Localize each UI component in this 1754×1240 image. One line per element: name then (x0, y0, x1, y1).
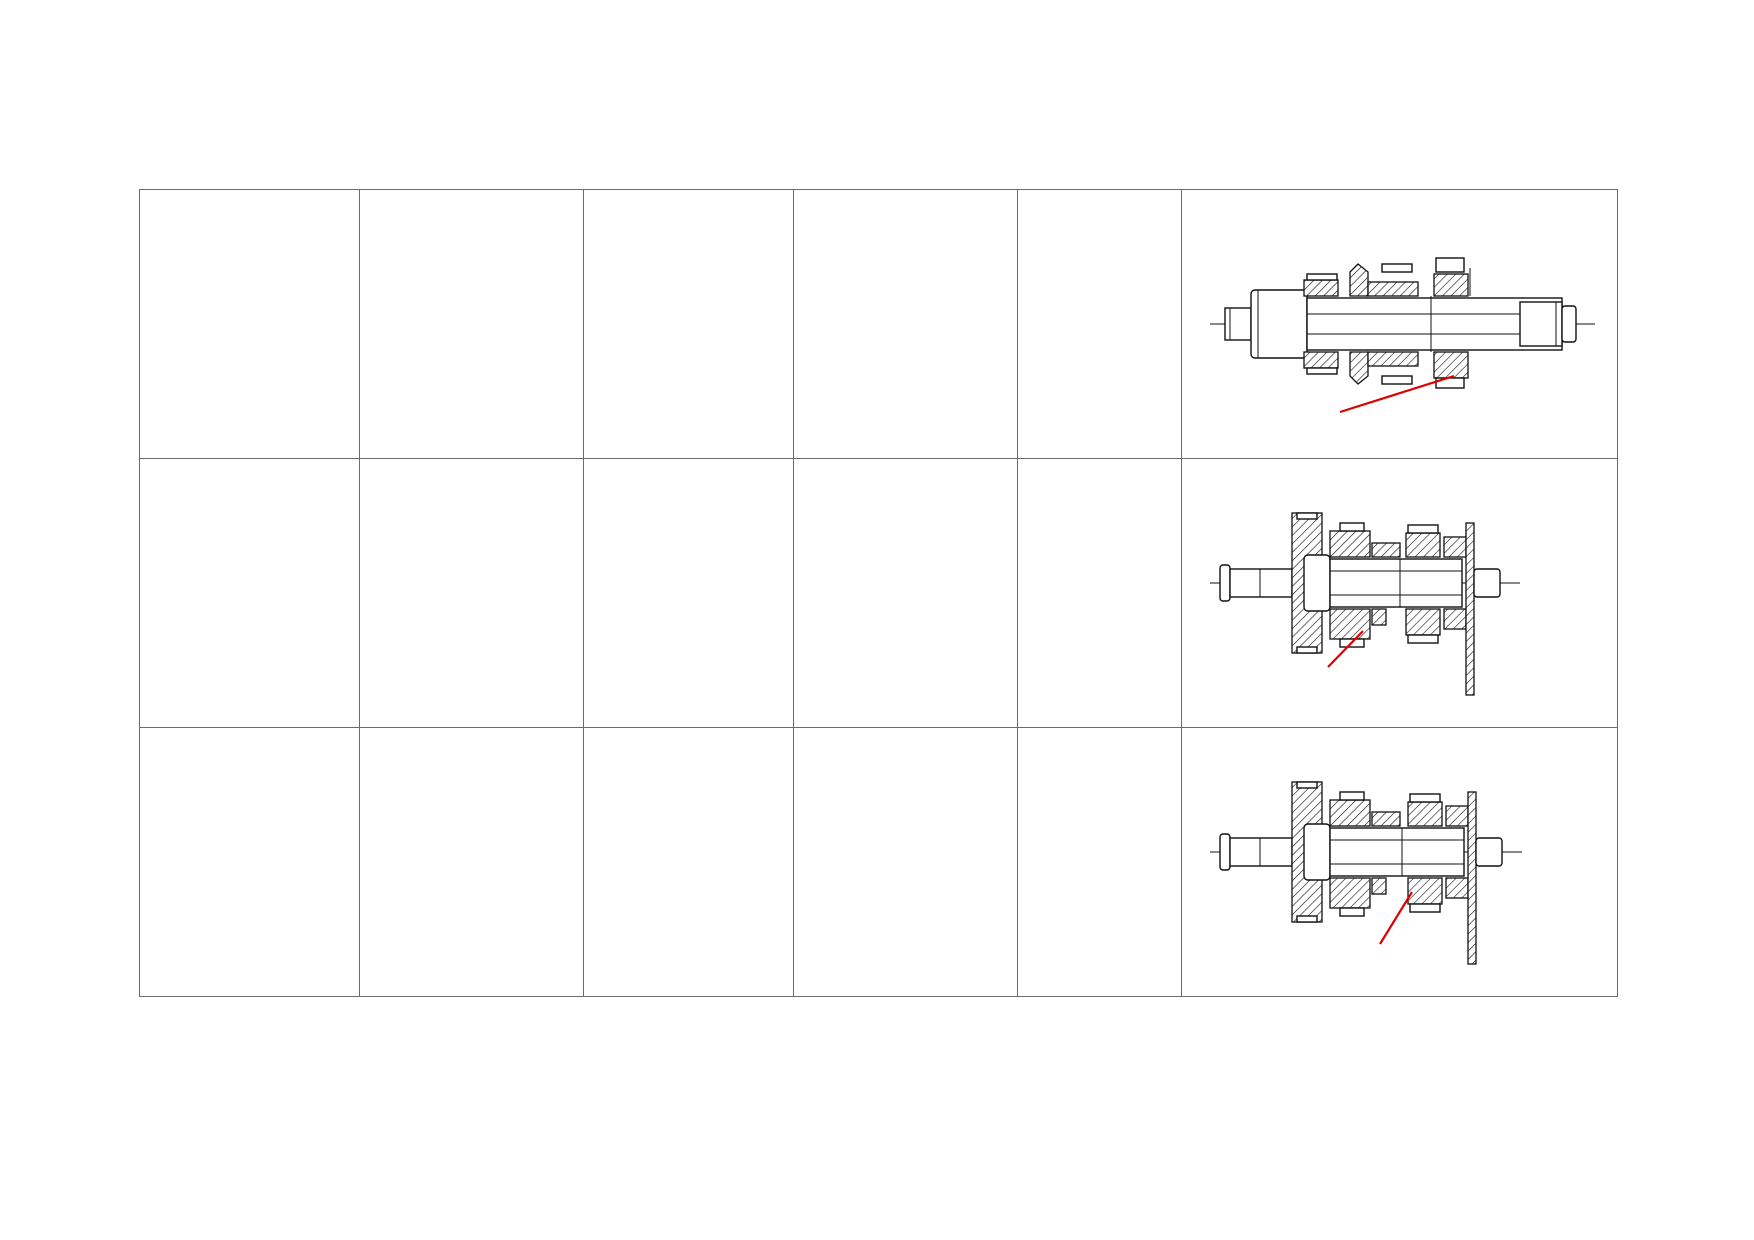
drawing-cell (1181, 458, 1618, 728)
table-cell (139, 458, 360, 728)
shaft-assembly-2-drawing (1209, 512, 1520, 696)
table-cell (583, 458, 794, 728)
table-cell (1017, 458, 1182, 728)
table-cell (1017, 189, 1182, 459)
drawing-cell (1181, 727, 1618, 997)
table-cell (1017, 727, 1182, 997)
drawing-cell (1181, 189, 1618, 459)
table-cell (359, 458, 584, 728)
table-row (139, 458, 1618, 728)
table-cell (359, 727, 584, 997)
table-cell (583, 189, 794, 459)
table-row (139, 189, 1618, 459)
table-cell (359, 189, 584, 459)
shaft-assembly-3-drawing (1209, 781, 1522, 965)
table-cell (793, 727, 1018, 997)
parts-table (139, 189, 1618, 997)
table-cell (583, 727, 794, 997)
table-row (139, 727, 1618, 997)
table-cell (793, 189, 1018, 459)
table-cell (793, 458, 1018, 728)
table-cell (139, 727, 360, 997)
shaft-assembly-1-drawing (1209, 257, 1595, 414)
table-cell (139, 189, 360, 459)
